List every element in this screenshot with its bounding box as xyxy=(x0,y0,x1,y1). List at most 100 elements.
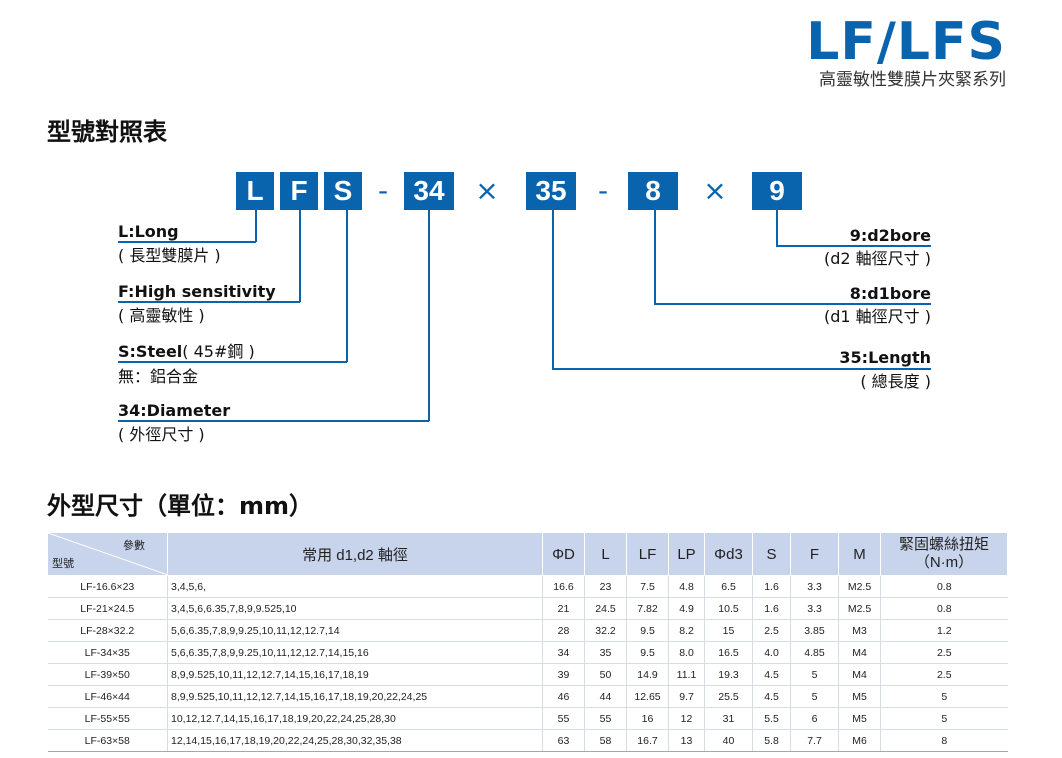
cell-lf: 7.82 xyxy=(626,597,669,620)
cell-s: 1.6 xyxy=(752,575,791,598)
table-row: LF-16.6×23 3,4,5,6, 16.6 23 7.5 4.8 6.5 … xyxy=(47,575,1008,598)
cell-model: LF-21×24.5 xyxy=(47,597,168,620)
leader-d1-h xyxy=(654,303,931,305)
cell-f: 5 xyxy=(790,663,839,686)
table-row: LF-63×58 12,14,15,16,17,18,19,20,22,24,2… xyxy=(47,729,1008,752)
cell-lp: 9.7 xyxy=(668,685,705,708)
table-row: LF-28×32.2 5,6,6.35,7,8,9,9.25,10,11,12,… xyxy=(47,619,1008,642)
cell-l: 55 xyxy=(584,707,627,730)
table-row: LF-39×50 8,9,9.525,10,11,12,12.7,14,15,1… xyxy=(47,663,1008,686)
code-box-length: 35 xyxy=(526,172,576,210)
th-f: F xyxy=(790,532,839,576)
leader-dia-h xyxy=(118,420,429,422)
cell-f: 5 xyxy=(790,685,839,708)
cell-torque: 0.8 xyxy=(880,597,1008,620)
cell-s: 2.5 xyxy=(752,619,791,642)
cell-shafts: 12,14,15,16,17,18,19,20,22,24,25,28,30,3… xyxy=(167,729,543,752)
cell-model: LF-39×50 xyxy=(47,663,168,686)
cell-f: 3.3 xyxy=(790,575,839,598)
cell-d3: 40 xyxy=(704,729,753,752)
label-len-sub: ( 總長度 ) xyxy=(860,372,931,391)
cell-l: 32.2 xyxy=(584,619,627,642)
label-s-main: S:Steel xyxy=(118,342,183,361)
label-d2-sub: (d2 軸徑尺寸 ) xyxy=(824,249,931,268)
label-d2-main: 9:d2bore xyxy=(849,226,931,245)
cell-model: LF-16.6×23 xyxy=(47,575,168,598)
cell-s: 5.8 xyxy=(752,729,791,752)
label-d1-main: 8:d1bore xyxy=(849,284,931,303)
th-s: S xyxy=(752,532,791,576)
code-box-diameter: 34 xyxy=(404,172,454,210)
cell-lp: 4.9 xyxy=(668,597,705,620)
table-row: LF-46×44 8,9,9.525,10,11,12,12.7,14,15,1… xyxy=(47,685,1008,708)
label-l-sub: ( 長型雙膜片 ) xyxy=(118,246,221,265)
cell-torque: 1.2 xyxy=(880,619,1008,642)
cell-m: M3 xyxy=(838,619,881,642)
cell-s: 4.0 xyxy=(752,641,791,664)
cell-shafts: 5,6,6.35,7,8,9,9.25,10,11,12,12.7,14 xyxy=(167,619,543,642)
cell-torque: 5 xyxy=(880,707,1008,730)
th-lp: LP xyxy=(668,532,705,576)
cell-od: 46 xyxy=(542,685,585,708)
th-d3: Φd3 xyxy=(704,532,753,576)
cell-lf: 16 xyxy=(626,707,669,730)
cell-model: LF-63×58 xyxy=(47,729,168,752)
cell-s: 5.5 xyxy=(752,707,791,730)
label-len-main: 35:Length xyxy=(839,348,931,367)
cell-lp: 12 xyxy=(668,707,705,730)
corner-top-label: 參數 xyxy=(123,540,145,552)
dim-section-title: 外型尺寸（單位：mm） xyxy=(47,492,314,520)
cell-torque: 2.5 xyxy=(880,641,1008,664)
code-times-2: × xyxy=(703,174,727,207)
leader-dia-v xyxy=(428,210,430,421)
label-dia-main: 34:Diameter xyxy=(118,401,231,420)
cell-model: LF-28×32.2 xyxy=(47,619,168,642)
code-box-d2: 9 xyxy=(752,172,802,210)
cell-od: 39 xyxy=(542,663,585,686)
cell-lf: 14.9 xyxy=(626,663,669,686)
cell-model: LF-55×55 xyxy=(47,707,168,730)
label-d1-sub: (d1 軸徑尺寸 ) xyxy=(824,307,931,326)
cell-od: 21 xyxy=(542,597,585,620)
model-section-title: 型號對照表 xyxy=(47,118,167,146)
cell-l: 58 xyxy=(584,729,627,752)
cell-torque: 2.5 xyxy=(880,663,1008,686)
cell-d3: 31 xyxy=(704,707,753,730)
code-box-s: S xyxy=(324,172,362,210)
cell-m: M5 xyxy=(838,685,881,708)
th-lf: LF xyxy=(626,532,669,576)
cell-lf: 16.7 xyxy=(626,729,669,752)
cell-od: 16.6 xyxy=(542,575,585,598)
cell-od: 34 xyxy=(542,641,585,664)
cell-d3: 15 xyxy=(704,619,753,642)
cell-lp: 8.0 xyxy=(668,641,705,664)
code-times-1: × xyxy=(475,174,499,207)
leader-s-h xyxy=(118,361,347,363)
label-f-sub: ( 高靈敏性 ) xyxy=(118,306,205,325)
code-dash-1: - xyxy=(377,174,389,207)
cell-l: 44 xyxy=(584,685,627,708)
cell-lf: 9.5 xyxy=(626,619,669,642)
cell-shafts: 8,9,9.525,10,11,12,12.7,14,15,16,17,18,1… xyxy=(167,663,543,686)
cell-m: M6 xyxy=(838,729,881,752)
cell-torque: 5 xyxy=(880,685,1008,708)
brand-header: LF/LFS 高靈敏性雙膜片夾緊系列 xyxy=(806,12,1006,90)
leader-d2-v xyxy=(776,210,778,246)
label-f-main: F:High sensitivity xyxy=(118,282,276,301)
cell-s: 4.5 xyxy=(752,685,791,708)
cell-m: M2.5 xyxy=(838,575,881,598)
cell-f: 4.85 xyxy=(790,641,839,664)
cell-f: 3.3 xyxy=(790,597,839,620)
spec-table: 參數 型號 常用 d1,d2 軸徑 ΦD L LF LP Φd3 S F M 緊… xyxy=(47,532,1008,752)
th-l: L xyxy=(584,532,627,576)
cell-lp: 8.2 xyxy=(668,619,705,642)
cell-l: 24.5 xyxy=(584,597,627,620)
cell-l: 50 xyxy=(584,663,627,686)
cell-torque: 8 xyxy=(880,729,1008,752)
th-torque: 緊固螺絲扭矩 （N·m） xyxy=(880,532,1008,576)
cell-s: 4.5 xyxy=(752,663,791,686)
th-shaft: 常用 d1,d2 軸徑 xyxy=(167,532,543,576)
cell-lp: 13 xyxy=(668,729,705,752)
leader-s-v xyxy=(346,210,348,362)
corner-bottom-label: 型號 xyxy=(52,558,74,570)
